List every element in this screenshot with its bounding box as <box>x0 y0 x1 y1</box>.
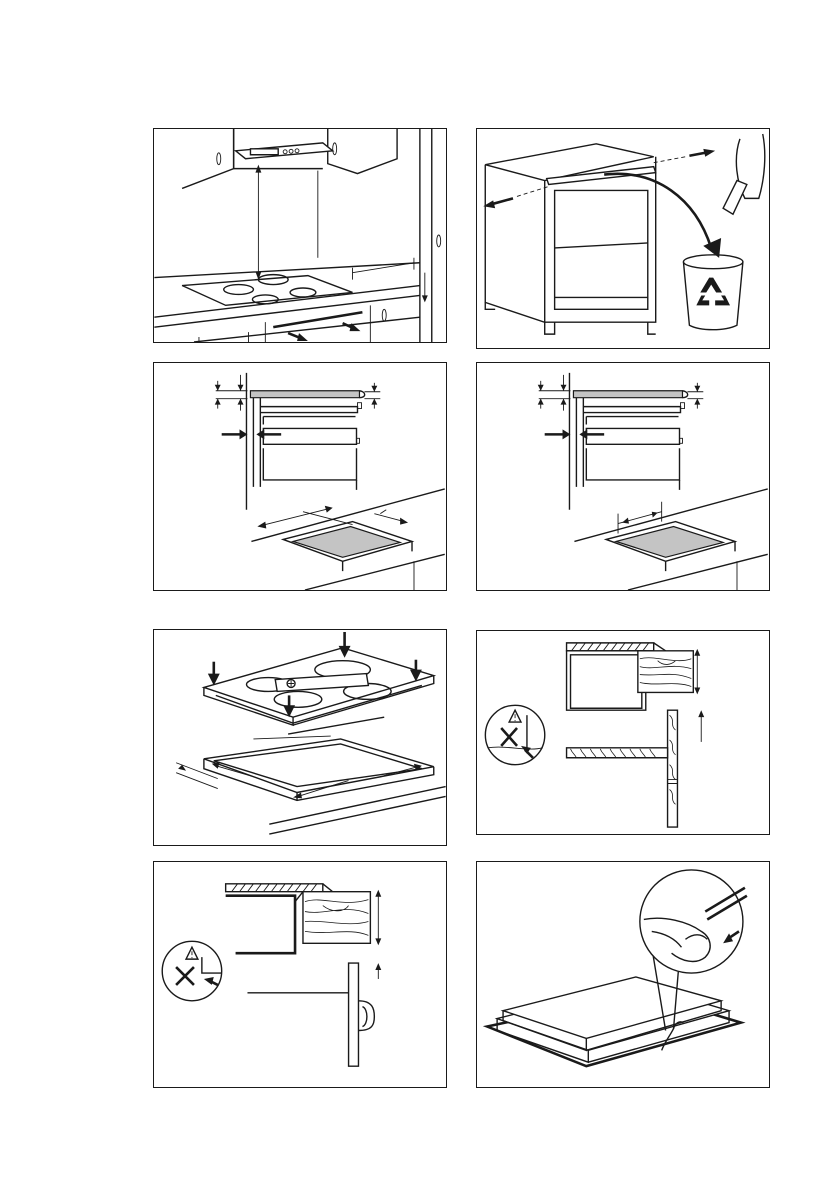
hob-under-hood-clearance-illustration <box>154 129 446 342</box>
seal-strip-application-illustration <box>477 862 769 1087</box>
figure-cutout-cabinet <box>153 362 447 591</box>
drawer-clearance-warning-illustration <box>477 631 769 834</box>
figure-door-clearance-warning <box>153 861 447 1088</box>
cutout-dimensions-oven-illustration <box>477 363 769 590</box>
cutout-dimensions-cabinet-illustration <box>154 363 446 590</box>
recycle-symbol-icon <box>696 278 730 306</box>
figure-remove-cabinet-rail <box>476 128 770 349</box>
remove-cabinet-rail-recycle-illustration <box>477 129 769 348</box>
figure-seal-strip <box>476 861 770 1088</box>
figure-insert-hob <box>153 629 447 846</box>
figure-cutout-oven <box>476 362 770 591</box>
figure-drawer-clearance-warning <box>476 630 770 835</box>
door-clearance-warning-illustration <box>154 862 446 1087</box>
insert-hob-into-cutout-illustration <box>154 630 446 845</box>
figure-hob-under-hood <box>153 128 447 343</box>
